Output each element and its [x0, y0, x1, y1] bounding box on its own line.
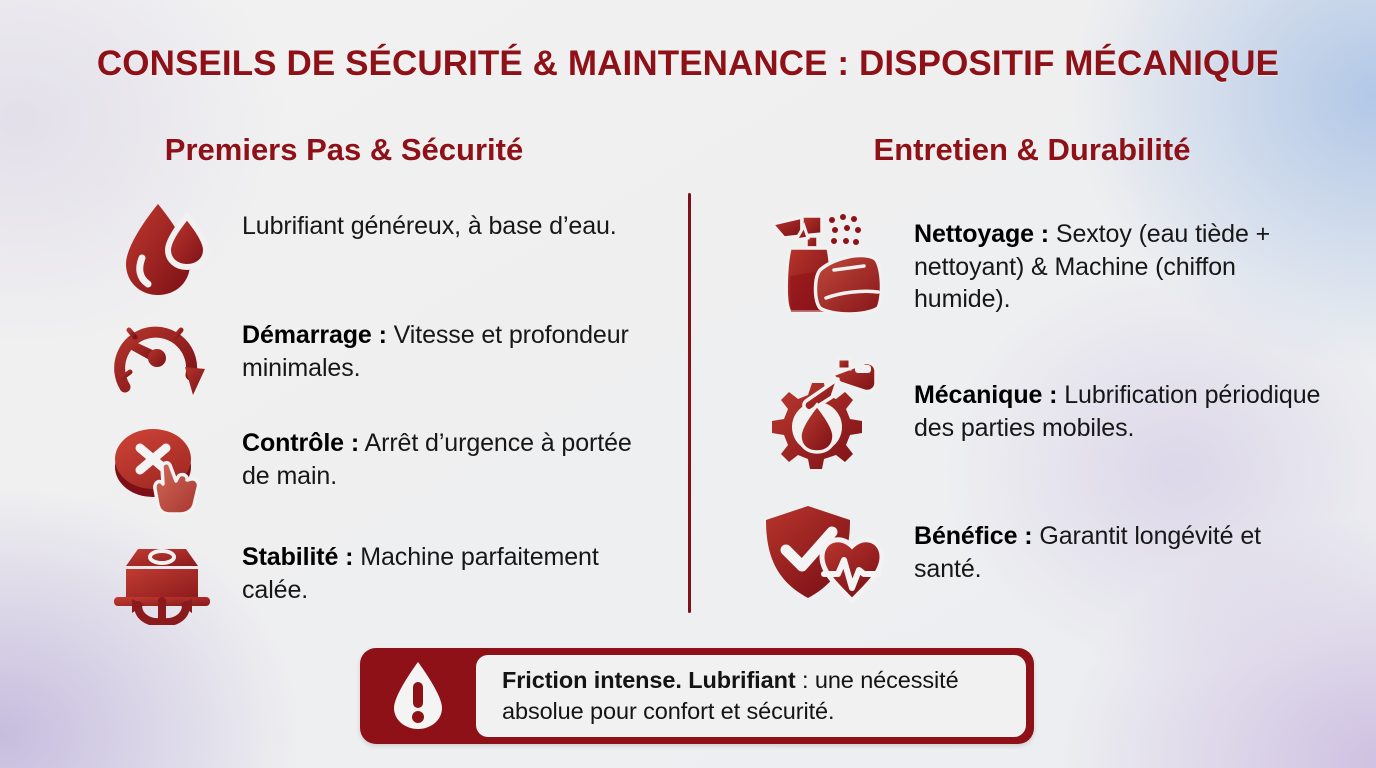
list-item-body: Lubrifiant généreux, à base d’eau.: [242, 212, 617, 240]
gear-oil-can-icon: [748, 355, 898, 471]
list-item-text: Contrôle : Arrêt d’urgence à portée de m…: [224, 413, 660, 492]
list-item-text: Nettoyage : Sextoy (eau tiède + nettoyan…: [898, 206, 1328, 316]
anchored-machine-icon: [100, 521, 224, 625]
list-item-text: Lubrifiant généreux, à base d’eau.: [224, 198, 660, 243]
lubricant-droplet-icon: [100, 198, 224, 302]
list-item-text: Mécanique : Lubrification périodique des…: [898, 355, 1328, 444]
list-item-text: Démarrage : Vitesse et profondeur minima…: [224, 305, 660, 384]
exclamation-droplet-icon: [360, 660, 476, 732]
list-item: Stabilité : Machine parfaitement calée.: [100, 521, 660, 625]
list-item-body: Machine parfaitement calée.: [242, 543, 599, 604]
list-item-label: Mécanique :: [914, 381, 1058, 409]
list-item: Nettoyage : Sextoy (eau tiède + nettoyan…: [748, 206, 1328, 322]
emergency-stop-hand-icon: [100, 413, 224, 517]
spray-bottle-cloth-icon: [748, 206, 898, 322]
list-item-label: Démarrage :: [242, 321, 387, 349]
list-item-body: Sextoy (eau tiède + nettoyant) & Machine…: [914, 220, 1271, 313]
column-divider: [688, 193, 691, 613]
section-heading-left: Premiers Pas & Sécurité: [164, 132, 524, 167]
warning-label: Friction intense. Lubrifiant: [502, 666, 796, 693]
list-item: Lubrifiant généreux, à base d’eau.: [100, 198, 660, 302]
speedometer-arrow-icon: [100, 305, 224, 409]
warning-text-panel: Friction intense. Lubrifiant : une néces…: [476, 655, 1026, 737]
shield-heart-icon: [748, 498, 898, 614]
warning-text: Friction intense. Lubrifiant : une néces…: [502, 665, 1004, 728]
list-item-label: Nettoyage :: [914, 220, 1050, 248]
list-item: Mécanique : Lubrification périodique des…: [748, 355, 1328, 471]
warning-body: : une nécessité absolue pour confort et …: [502, 666, 959, 724]
list-item-body: Arrêt d’urgence à portée de main.: [242, 429, 632, 490]
list-item: Démarrage : Vitesse et profondeur minima…: [100, 305, 660, 409]
list-item-label: Stabilité :: [242, 543, 354, 571]
list-item-body: Garantit longévité et santé.: [914, 522, 1261, 583]
list-item: Bénéfice : Garantit longévité et santé.: [748, 498, 1328, 614]
list-item-label: Bénéfice :: [914, 522, 1033, 550]
warning-banner: Friction intense. Lubrifiant : une néces…: [360, 648, 1034, 744]
list-item-text: Bénéfice : Garantit longévité et santé.: [898, 498, 1328, 585]
list-item-body: Lubrification périodique des parties mob…: [914, 381, 1321, 442]
page-title: CONSEILS DE SÉCURITÉ & MAINTENANCE : DIS…: [96, 44, 1280, 83]
list-item-text: Stabilité : Machine parfaitement calée.: [224, 521, 660, 606]
section-heading-right: Entretien & Durabilité: [873, 132, 1191, 167]
list-item-body: Vitesse et profondeur minimales.: [242, 321, 629, 382]
list-item-label: Contrôle :: [242, 429, 360, 457]
list-item: Contrôle : Arrêt d’urgence à portée de m…: [100, 413, 660, 517]
